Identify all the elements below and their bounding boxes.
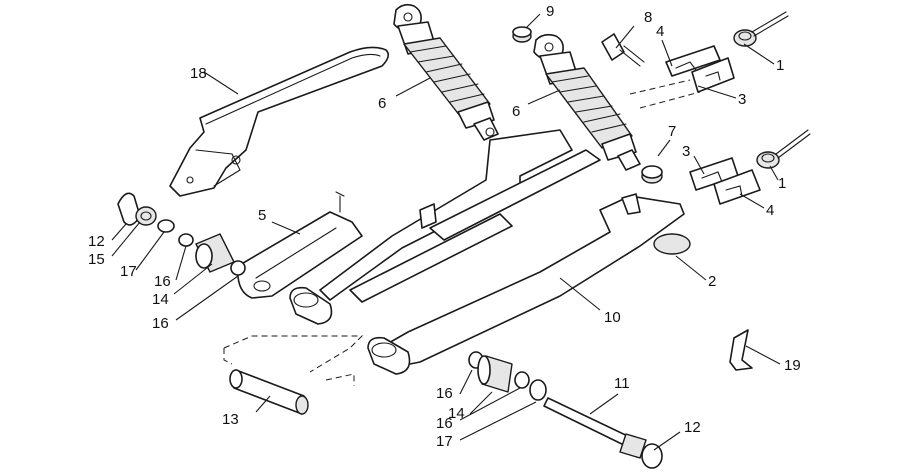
callout-17-right: 17 <box>436 433 453 450</box>
callout-14-right: 14 <box>448 405 465 422</box>
axle-bolt-11 <box>543 397 647 459</box>
ring-16-left-b <box>230 260 246 276</box>
callout-15: 15 <box>88 251 105 268</box>
bracket-3-top <box>691 57 735 93</box>
chain-guard <box>169 46 390 197</box>
bushing-8 <box>601 33 645 67</box>
callout-5: 5 <box>258 207 266 224</box>
callout-6-left: 6 <box>378 95 386 112</box>
callout-9: 9 <box>546 3 554 20</box>
shock-absorber-right <box>533 33 641 171</box>
callout-13: 13 <box>222 411 239 428</box>
callout-18: 18 <box>190 65 207 82</box>
callout-4-top: 4 <box>656 23 664 40</box>
callout-6-right: 6 <box>512 103 520 120</box>
callout-16-right-a: 16 <box>436 385 453 402</box>
washer-17-right <box>529 379 547 401</box>
callout-1-mid: 1 <box>778 175 786 192</box>
swingarm-frame <box>289 129 691 375</box>
callout-1-top: 1 <box>776 57 784 74</box>
callout-19: 19 <box>784 357 801 374</box>
callout-7: 7 <box>668 123 676 140</box>
callout-12-bottom: 12 <box>684 419 701 436</box>
callout-16-right-b: 16 <box>436 415 453 432</box>
callout-14-left: 14 <box>152 291 169 308</box>
callout-16-left-b: 16 <box>152 315 169 332</box>
callout-17-left: 17 <box>120 263 137 280</box>
ring-16-right-b <box>514 371 530 389</box>
callout-3-mid: 3 <box>682 143 690 160</box>
callout-12-left: 12 <box>88 233 105 250</box>
bearing-14-left <box>195 233 235 273</box>
washer-1-top <box>733 11 789 47</box>
leader-lines <box>111 13 781 451</box>
callout-11: 11 <box>614 375 630 392</box>
bushing-7 <box>641 165 663 184</box>
callout-8: 8 <box>644 9 652 26</box>
cap-12-bottom <box>641 443 663 469</box>
callout-4-mid: 4 <box>766 202 774 219</box>
bracket-4-mid <box>713 169 761 205</box>
callout-3-top: 3 <box>738 91 746 108</box>
bushing-9 <box>512 26 532 43</box>
bearing-14-right <box>477 355 513 393</box>
ring-16-left-a <box>178 233 194 247</box>
callout-10: 10 <box>604 309 621 326</box>
nut-15 <box>135 206 157 226</box>
washer-1-mid <box>756 129 811 169</box>
callout-16-left-a: 16 <box>154 273 171 290</box>
callout-labels: 1 1 2 3 3 4 4 5 6 6 7 8 9 10 11 12 12 13… <box>88 3 801 450</box>
clip-19 <box>729 329 753 371</box>
shock-absorber-left <box>393 3 499 141</box>
washer-17-left <box>157 219 175 233</box>
bracket-4-top <box>665 45 721 77</box>
spacer-13 <box>229 369 309 415</box>
callout-2: 2 <box>708 273 716 290</box>
